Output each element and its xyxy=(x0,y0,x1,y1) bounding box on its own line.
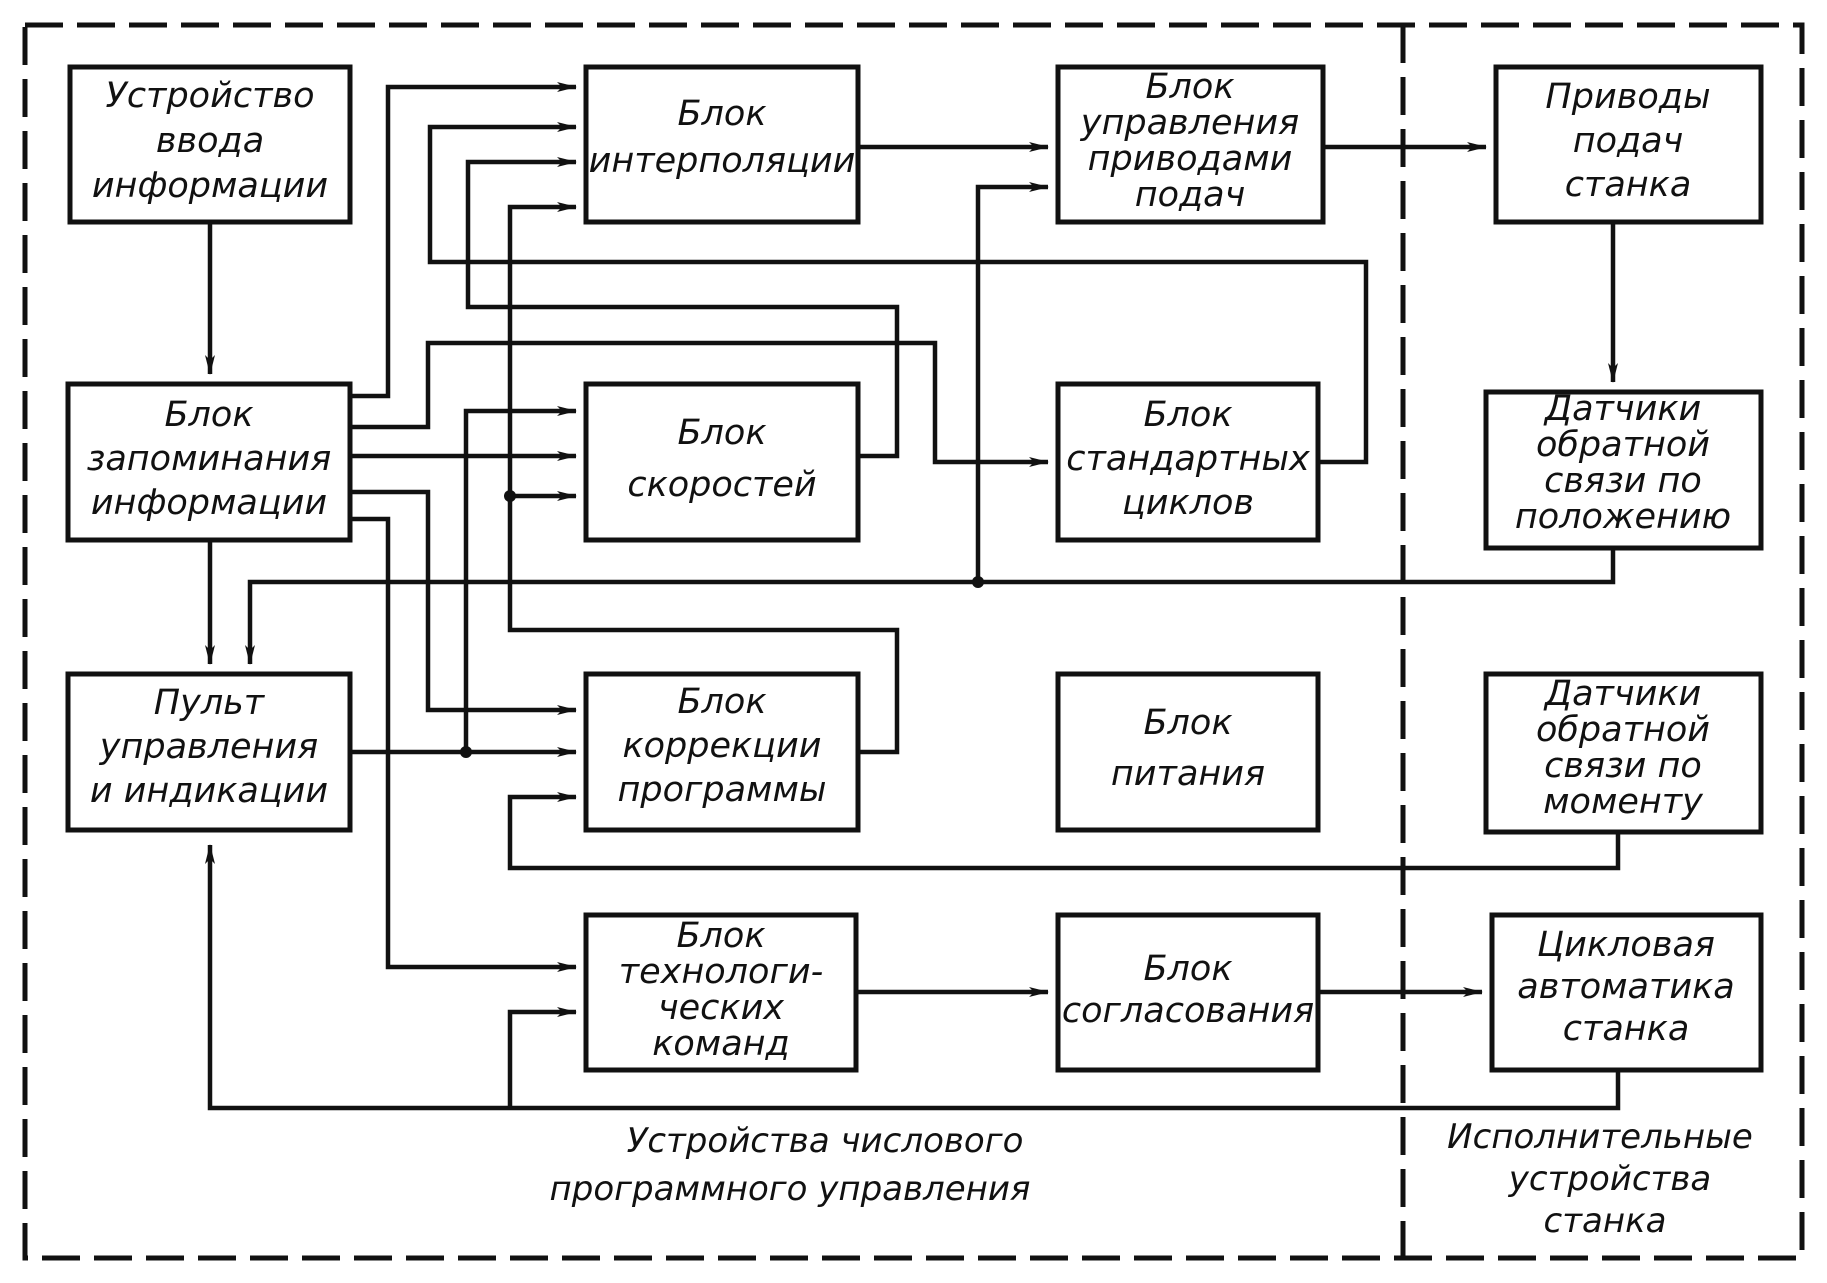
blocks: Устройство ввода информации Блок запомин… xyxy=(65,64,1764,1073)
caption-cnc-devices-line: программного управления xyxy=(550,1169,1031,1209)
block-tech-commands-line: команд xyxy=(652,1024,790,1064)
outer-dashed-frame xyxy=(22,22,1805,1261)
block-tech-commands xyxy=(583,912,859,1073)
conn-cycleauto-techcmd xyxy=(507,1007,577,1108)
block-cycle-automation xyxy=(1489,912,1764,1073)
block-standard-cycles-line: стандартных xyxy=(1066,439,1310,479)
caption-cnc-devices-line: Устройства числового xyxy=(627,1121,1024,1161)
conn-memory-stdcycles xyxy=(350,340,1049,467)
block-input-device-line: ввода xyxy=(156,121,264,161)
block-position-sensors-line: Датчики xyxy=(1543,389,1702,429)
block-cycle-automation-line: Цикловая xyxy=(1537,925,1715,965)
block-tech-commands-line: технологи- xyxy=(619,952,823,992)
block-position-sensors xyxy=(1483,389,1764,551)
block-matching-line: Блок xyxy=(1144,949,1233,989)
block-input-device-line: информации xyxy=(92,166,328,206)
block-interpolation-line: интерполяции xyxy=(589,141,856,181)
block-drive-control-line: управления xyxy=(1080,103,1299,143)
block-torque-sensors xyxy=(1483,671,1764,835)
block-program-correction xyxy=(583,671,861,833)
block-torque-sensors-line: обратной xyxy=(1536,710,1710,750)
conn-console-speeds xyxy=(463,406,577,752)
block-matching-line: согласования xyxy=(1062,991,1314,1031)
block-position-sensors-line: связи по xyxy=(1544,461,1702,501)
junction-dot xyxy=(504,490,516,502)
conn-correction-interp xyxy=(507,202,900,755)
junction-dot xyxy=(460,746,472,758)
junction-dot xyxy=(972,576,984,588)
connections xyxy=(205,82,1621,1111)
block-memory xyxy=(65,381,353,543)
block-program-correction-line: программы xyxy=(617,770,826,810)
block-position-sensors-line: положению xyxy=(1515,497,1731,537)
junction-dots xyxy=(460,490,984,758)
caption-exec-devices-line: станка xyxy=(1544,1201,1667,1241)
block-memory-line: запоминания xyxy=(87,439,332,479)
conn-torque-correction xyxy=(507,792,1621,871)
block-standard-cycles-line: циклов xyxy=(1122,483,1254,523)
section-captions: Устройства числового программного управл… xyxy=(550,1117,1753,1241)
block-drive-control-line: подач xyxy=(1135,175,1246,215)
conn-posfeedback-drivectl xyxy=(975,182,1049,582)
conn-cycleauto-console xyxy=(205,844,1621,1111)
block-position-sensors-line: обратной xyxy=(1536,425,1710,465)
block-feed-drives xyxy=(1493,64,1764,225)
conn-speeds-interp xyxy=(465,157,900,459)
block-interpolation-line: Блок xyxy=(678,94,767,134)
conn-posfeedback-bus xyxy=(245,548,1616,665)
block-power-supply xyxy=(1055,671,1321,833)
caption-exec-devices-line: устройства xyxy=(1508,1159,1711,1199)
block-input-device-line: Устройство xyxy=(105,76,314,116)
block-torque-sensors-line: моменту xyxy=(1543,782,1704,822)
block-cycle-automation-line: автоматика xyxy=(1517,967,1734,1007)
block-control-console-line: Пульт xyxy=(154,683,266,723)
block-control-console-line: управления xyxy=(99,727,318,767)
block-speeds-line: скоростей xyxy=(627,465,816,505)
block-standard-cycles xyxy=(1055,381,1321,543)
block-input-device xyxy=(67,64,353,225)
block-drive-control-line: Блок xyxy=(1146,67,1235,107)
block-memory-line: информации xyxy=(91,483,327,523)
block-feed-drives-line: Приводы xyxy=(1545,77,1710,117)
block-program-correction-line: Блок xyxy=(678,682,767,722)
caption-exec-devices-line: Исполнительные xyxy=(1447,1117,1753,1157)
block-interpolation xyxy=(583,64,861,225)
block-power-supply-line: Блок xyxy=(1144,703,1233,743)
block-memory-line: Блок xyxy=(165,395,254,435)
block-feed-drives-line: станка xyxy=(1565,165,1692,205)
conn-memory-techcmd xyxy=(350,516,577,972)
block-cycle-automation-line: станка xyxy=(1563,1009,1690,1049)
block-feed-drives-line: подач xyxy=(1573,121,1684,161)
block-power-supply-line: питания xyxy=(1111,754,1265,794)
conn-memory-interp-1 xyxy=(350,82,577,399)
block-control-console-line: и индикации xyxy=(90,771,328,811)
block-torque-sensors-line: Датчики xyxy=(1543,674,1702,714)
block-speeds-line: Блок xyxy=(678,413,767,453)
block-standard-cycles-line: Блок xyxy=(1144,395,1233,435)
conn-stdcycles-interp xyxy=(427,122,1369,465)
block-speeds xyxy=(583,381,861,543)
block-tech-commands-line: Блок xyxy=(677,916,766,956)
block-control-console xyxy=(65,671,353,833)
block-torque-sensors-line: связи по xyxy=(1544,746,1702,786)
block-drive-control-line: приводами xyxy=(1088,139,1293,179)
block-program-correction-line: коррекции xyxy=(623,726,822,766)
block-tech-commands-line: ческих xyxy=(658,988,784,1028)
block-matching xyxy=(1055,912,1321,1073)
conn-memory-correction xyxy=(350,489,577,715)
block-drive-control xyxy=(1055,64,1326,225)
